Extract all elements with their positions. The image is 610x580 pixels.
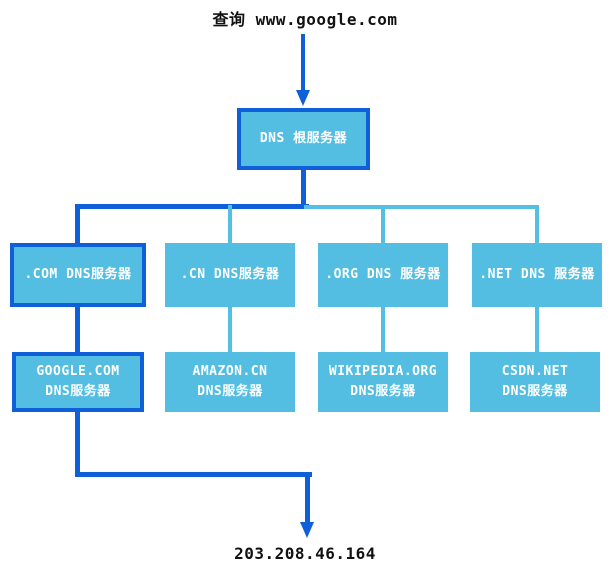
auth-csdn-line2: DNS服务器	[502, 384, 568, 399]
auth-google-line1: GOOGLE.COM	[36, 363, 120, 379]
auth-csdn-line1: CSDN.NET	[501, 363, 569, 379]
edge-result-vertical-1	[75, 412, 80, 477]
auth-wikipedia-line1: WIKIPEDIA.ORG	[328, 363, 438, 379]
tld-server-box-com: .COM DNS服务器	[10, 243, 146, 307]
tld-org-label: .ORG DNS 服务器	[325, 266, 441, 282]
edge-net-to-csdn	[535, 307, 539, 352]
auth-server-box-google: GOOGLE.COM DNS服务器	[12, 352, 144, 412]
query-arrow-head-icon	[296, 90, 310, 106]
edge-org-to-wikipedia	[381, 307, 385, 352]
tld-server-box-cn: .CN DNS服务器	[165, 243, 295, 307]
tld-net-label: .NET DNS 服务器	[479, 266, 595, 282]
auth-server-box-amazon: AMAZON.CN DNS服务器	[165, 352, 295, 412]
auth-wikipedia-line2: DNS服务器	[350, 384, 416, 399]
edge-result-vertical-2	[305, 472, 310, 522]
edge-result-horizontal	[75, 472, 312, 477]
result-arrow-head-icon	[300, 522, 314, 538]
edge-distribution-right	[304, 205, 539, 209]
tld-cn-label: .CN DNS服务器	[180, 266, 280, 282]
result-ip: 203.208.46.164	[234, 544, 376, 563]
auth-google-line2: DNS服务器	[45, 384, 111, 399]
edge-cn-to-amazon	[228, 307, 232, 352]
tld-server-box-org: .ORG DNS 服务器	[318, 243, 448, 307]
root-server-box: DNS 根服务器	[237, 108, 370, 170]
query-title: 查询 www.google.com	[212, 10, 398, 29]
edge-to-cn	[228, 205, 232, 245]
auth-server-box-csdn: CSDN.NET DNS服务器	[470, 352, 600, 412]
root-server-label: DNS 根服务器	[259, 130, 348, 146]
edge-to-net	[535, 205, 539, 245]
edge-to-com	[75, 204, 80, 243]
query-arrow-line	[301, 34, 305, 90]
auth-server-box-wikipedia: WIKIPEDIA.ORG DNS服务器	[318, 352, 448, 412]
tld-com-label: .COM DNS服务器	[24, 266, 132, 282]
edge-com-to-google	[75, 307, 80, 352]
edge-to-org	[381, 205, 385, 245]
auth-amazon-line2: DNS服务器	[197, 384, 263, 399]
edge-root-stem	[301, 170, 306, 207]
tld-server-box-net: .NET DNS 服务器	[472, 243, 602, 307]
auth-amazon-line1: AMAZON.CN	[192, 363, 268, 379]
edge-distribution-left-active	[75, 204, 309, 209]
